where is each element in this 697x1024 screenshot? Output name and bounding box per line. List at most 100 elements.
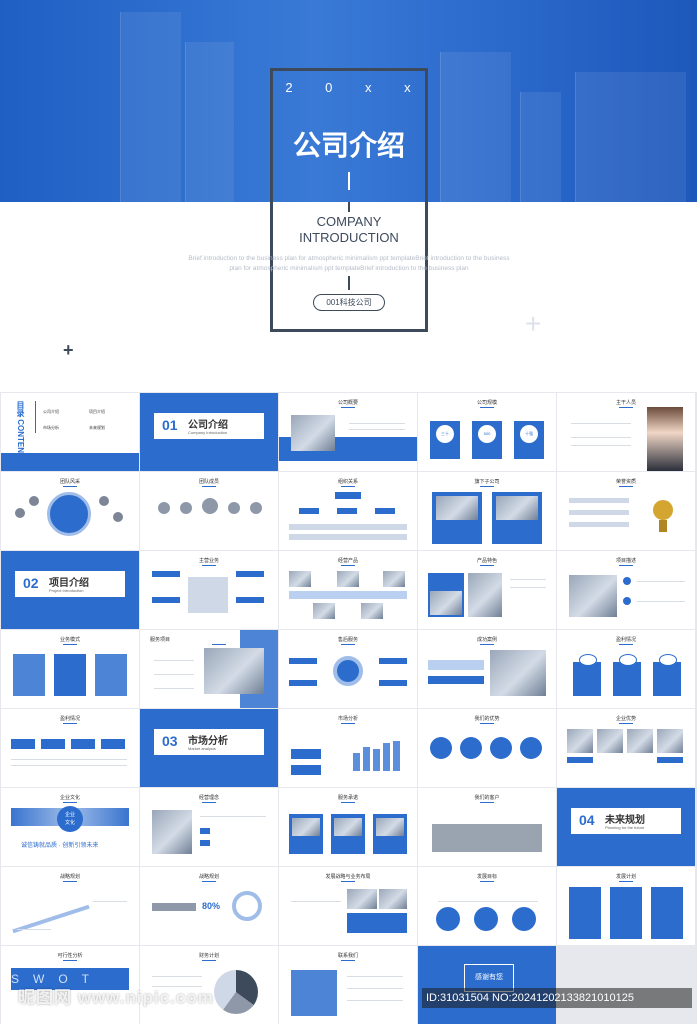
slide-title: 战略规划 <box>1 873 139 882</box>
slide-thumb-development[interactable]: 发展战略与业务布局 <box>279 867 417 945</box>
slide-title: 发展目标 <box>418 873 556 882</box>
slide-thumb-key-staff[interactable]: 主干人员 <box>557 393 695 471</box>
cover-brief-text: Brief introduction to the business plan … <box>188 255 510 272</box>
building-shape <box>575 72 686 202</box>
slide-thumb-team-style[interactable]: 团队风采 <box>1 472 139 550</box>
slide-thumb-goals[interactable]: 发展目标 <box>418 867 556 945</box>
slide-thumb-main-business[interactable]: 主营业务 <box>140 551 278 629</box>
slide-thumb-product-features[interactable]: 产品特色 <box>418 551 556 629</box>
section-card: 01 公司介绍 Company Introduction <box>154 413 264 439</box>
slide-thumb-business-philosophy[interactable]: 经营理念 <box>140 788 278 866</box>
slide-thumb-after-sales[interactable]: 售后服务 <box>279 630 417 708</box>
slide-thumb-section-03[interactable]: 03 市场分析 Market analysis <box>140 709 278 787</box>
building-shape <box>120 12 181 202</box>
slide-thumb-overview[interactable]: 公司概要 <box>279 393 417 471</box>
cover-title: 公司介绍 <box>292 129 405 162</box>
scale-badge: 三十 <box>436 425 454 443</box>
slide-title: 项目描述 <box>557 557 695 566</box>
cover-subtitle: COMPANY INTRODUCTION <box>270 214 428 246</box>
stat-percent: 80% <box>202 901 221 911</box>
slide-thumb-contents[interactable]: 目录 CONTENTS 公司介绍 项目介绍 市场分析 未来规划 <box>1 393 139 471</box>
slide-thumb-thanks[interactable]: 感谢有您 <box>418 946 556 1024</box>
slide-title: 主干人员 <box>557 399 695 408</box>
slide-thumb-culture[interactable]: 企业文化 企业 文化 诚信铸就品质 · 创新引领未来 <box>1 788 139 866</box>
plus-icon: + <box>525 308 542 339</box>
section-subtitle: Market analysis <box>188 746 216 751</box>
scale-badge: 十强 <box>520 425 538 443</box>
contents-item: 市场分析 <box>43 425 59 430</box>
slide-thumb-org-chart[interactable]: 组织关系 <box>279 472 417 550</box>
slide-thumb-market-analysis[interactable]: 市场分析 <box>279 709 417 787</box>
section-number: 01 <box>162 417 178 433</box>
slide-thumb-profit-2[interactable]: 盈利情况 <box>1 709 139 787</box>
slide-thumb-scale[interactable]: 公司规模 三十 500 十强 <box>418 393 556 471</box>
slide-thumb-enterprise-advantages[interactable]: 企业优势 <box>557 709 695 787</box>
watermark-logo-text: 昵图网 www.nipic.com <box>18 988 214 1007</box>
watermark-bar: 昵图网 www.nipic.com ID:31031504 NO:2024120… <box>0 980 697 1024</box>
slide-title: 企业优势 <box>557 715 695 724</box>
slide-thumb-strategy-2[interactable]: 战略规划 80% <box>140 867 278 945</box>
section-title: 市场分析 <box>188 736 228 747</box>
building-shape <box>520 92 561 202</box>
company-name-pill: 001科技公司 <box>313 294 385 311</box>
slide-title: 售后服务 <box>279 636 417 645</box>
section-title: 未来规划 <box>605 815 645 826</box>
slide-thumbnails-grid: 目录 CONTENTS 公司介绍 项目介绍 市场分析 未来规划 01 公司介绍 … <box>1 393 697 1024</box>
slide-thumb-success-cases[interactable]: 成功案例 <box>418 630 556 708</box>
slide-thumb-project-description[interactable]: 项目描述 <box>557 551 695 629</box>
slide-title: 业务模式 <box>1 636 139 645</box>
slide-thumb-contact[interactable]: 联系我们 <box>279 946 417 1024</box>
slide-thumb-our-advantages[interactable]: 我们的优势 <box>418 709 556 787</box>
company-line: COMPANY <box>316 214 382 229</box>
section-subtitle: Planning for the future <box>605 825 645 830</box>
slide-title: 发展战略与业务布局 <box>279 873 417 882</box>
trophy-icon <box>653 500 673 520</box>
slide-title: 团队成员 <box>140 478 278 487</box>
slide-thumb-finance[interactable]: 财务计划 <box>140 946 278 1024</box>
slide-title: 可行性分析 <box>1 952 139 961</box>
slide-thumb-team-members[interactable]: 团队成员 <box>140 472 278 550</box>
slide-thumb-section-02[interactable]: 02 项目介绍 Project Introduction <box>1 551 139 629</box>
section-number: 02 <box>23 575 39 591</box>
slide-thumb-strategy-1[interactable]: 战略规划 <box>1 867 139 945</box>
slide-title: 产品特色 <box>418 557 556 566</box>
section-title: 公司介绍 <box>188 420 228 431</box>
divider-line <box>348 172 350 190</box>
empty-cell <box>557 946 695 1024</box>
culture-badge-line: 文化 <box>64 820 75 826</box>
slide-thumb-swot[interactable]: 可行性分析 SWOT <box>1 946 139 1024</box>
slide-thumb-services[interactable]: 服务项目 <box>140 630 278 708</box>
section-card: 02 项目介绍 Project Introduction <box>15 571 125 597</box>
divider-line <box>348 202 350 212</box>
cover-banner-city-photo <box>0 0 697 202</box>
cover-year: 2 0 x x <box>270 80 428 95</box>
section-card: 04 未来规划 Planning for the future <box>571 808 681 834</box>
slide-thumb-section-04[interactable]: 04 未来规划 Planning for the future <box>557 788 695 866</box>
scale-badge: 500 <box>478 425 496 443</box>
section-card: 03 市场分析 Market analysis <box>154 729 264 755</box>
slide-title: 服务项目 <box>150 636 278 645</box>
slide-title: 荣誉资质 <box>557 478 695 487</box>
slide-thumb-section-01[interactable]: 01 公司介绍 Company Introduction <box>140 393 278 471</box>
slide-thumb-plan[interactable]: 发展计划 <box>557 867 695 945</box>
culture-badge-line: 企业 <box>64 812 75 818</box>
slide-thumb-our-clients[interactable]: 我们的客户 <box>418 788 556 866</box>
slide-title: 发展计划 <box>557 873 695 882</box>
slide-title: 财务计划 <box>140 952 278 961</box>
slide-thumb-service-promise[interactable]: 服务承诺 <box>279 788 417 866</box>
slide-title: 公司规模 <box>418 399 556 408</box>
slide-title: 主营业务 <box>140 557 278 566</box>
slide-thumb-profit-1[interactable]: 盈利情况 <box>557 630 695 708</box>
person-photo <box>647 407 683 471</box>
year-char: 0 <box>325 80 335 95</box>
contents-item: 未来规划 <box>89 425 105 430</box>
slide-title: 企业文化 <box>1 794 139 803</box>
slide-title: 盈利情况 <box>557 636 695 645</box>
slide-thumb-honors[interactable]: 荣誉资质 <box>557 472 695 550</box>
slide-thumb-subsidiaries[interactable]: 旗下子公司 <box>418 472 556 550</box>
slide-thumb-products[interactable]: 经营产品 <box>279 551 417 629</box>
slide-thumb-business-model[interactable]: 业务模式 <box>1 630 139 708</box>
slide-title: 团队风采 <box>1 478 139 487</box>
contents-item: 公司介绍 <box>43 409 59 414</box>
cover-slide: 2 0 x x 公司介绍 COMPANY INTRODUCTION Brief … <box>0 0 697 392</box>
